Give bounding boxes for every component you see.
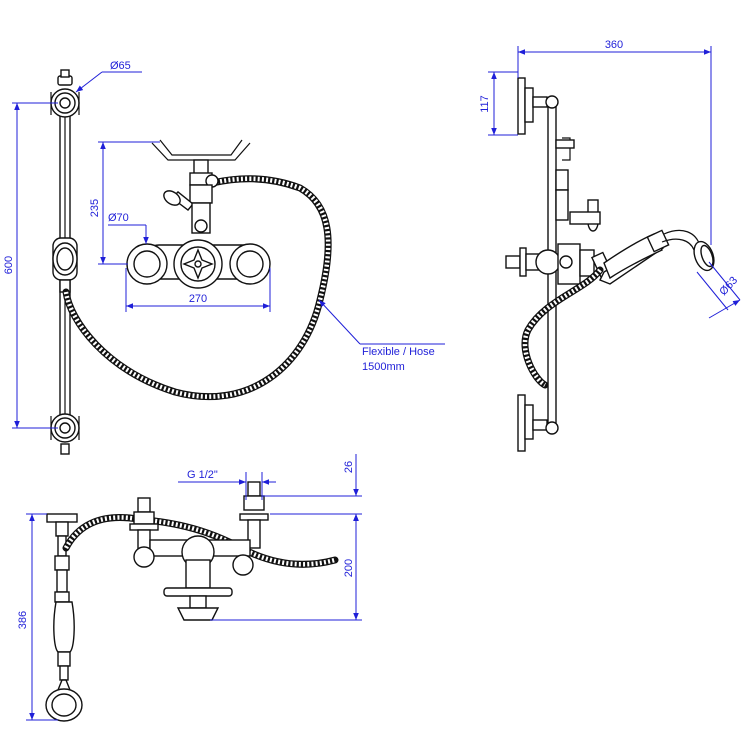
hose-front xyxy=(62,175,332,401)
side-view: 360 117 Ø63 xyxy=(479,39,741,452)
dimension-d63: Ø63 xyxy=(696,261,741,319)
dimension-g12: G 1/2" xyxy=(178,469,276,500)
dimension-200: 200 xyxy=(210,514,362,621)
front-view: 600 Ø65 235 Ø70 270 xyxy=(3,60,445,455)
valve-front xyxy=(126,139,271,289)
dimension-270-label: 270 xyxy=(189,293,207,305)
dimension-26: 26 xyxy=(262,454,362,530)
plan-view: G 1/2" 26 200 386 xyxy=(17,454,362,722)
dimension-g12-label: G 1/2" xyxy=(187,469,218,481)
dimension-117-label: 117 xyxy=(479,95,491,113)
dimension-d65-label: Ø65 xyxy=(110,60,131,72)
dimension-360: 360 xyxy=(517,39,712,245)
valve-side xyxy=(505,243,614,285)
dimension-d70: Ø70 xyxy=(108,212,149,244)
dimension-235: 235 xyxy=(89,141,160,265)
hose-side xyxy=(521,266,604,389)
dimension-235-label: 235 xyxy=(89,199,101,217)
hose-plan xyxy=(62,513,339,568)
dimension-386: 386 xyxy=(17,513,58,721)
slide-rail-front xyxy=(50,69,80,455)
hose-callout: Flexible / Hose 1500mm xyxy=(318,299,445,373)
dimension-d65: Ø65 xyxy=(75,60,142,93)
dimension-d63-label: Ø63 xyxy=(717,275,740,298)
valve-plan xyxy=(129,481,269,621)
hand-shower-side xyxy=(599,229,715,285)
dimension-200-label: 200 xyxy=(343,559,355,577)
dimension-360-label: 360 xyxy=(605,39,623,51)
dimension-600-label: 600 xyxy=(3,256,15,274)
dimension-270: 270 xyxy=(125,268,271,312)
hose-label-line2: 1500mm xyxy=(362,361,405,373)
dimension-117: 117 xyxy=(479,71,518,136)
dimension-386-label: 386 xyxy=(17,611,29,629)
dimension-600: 600 xyxy=(3,102,58,429)
rail-plan xyxy=(45,513,83,722)
hose-label-line1: Flexible / Hose xyxy=(362,346,435,358)
dimension-26-label: 26 xyxy=(343,461,355,473)
dimension-d70-label: Ø70 xyxy=(108,212,129,224)
